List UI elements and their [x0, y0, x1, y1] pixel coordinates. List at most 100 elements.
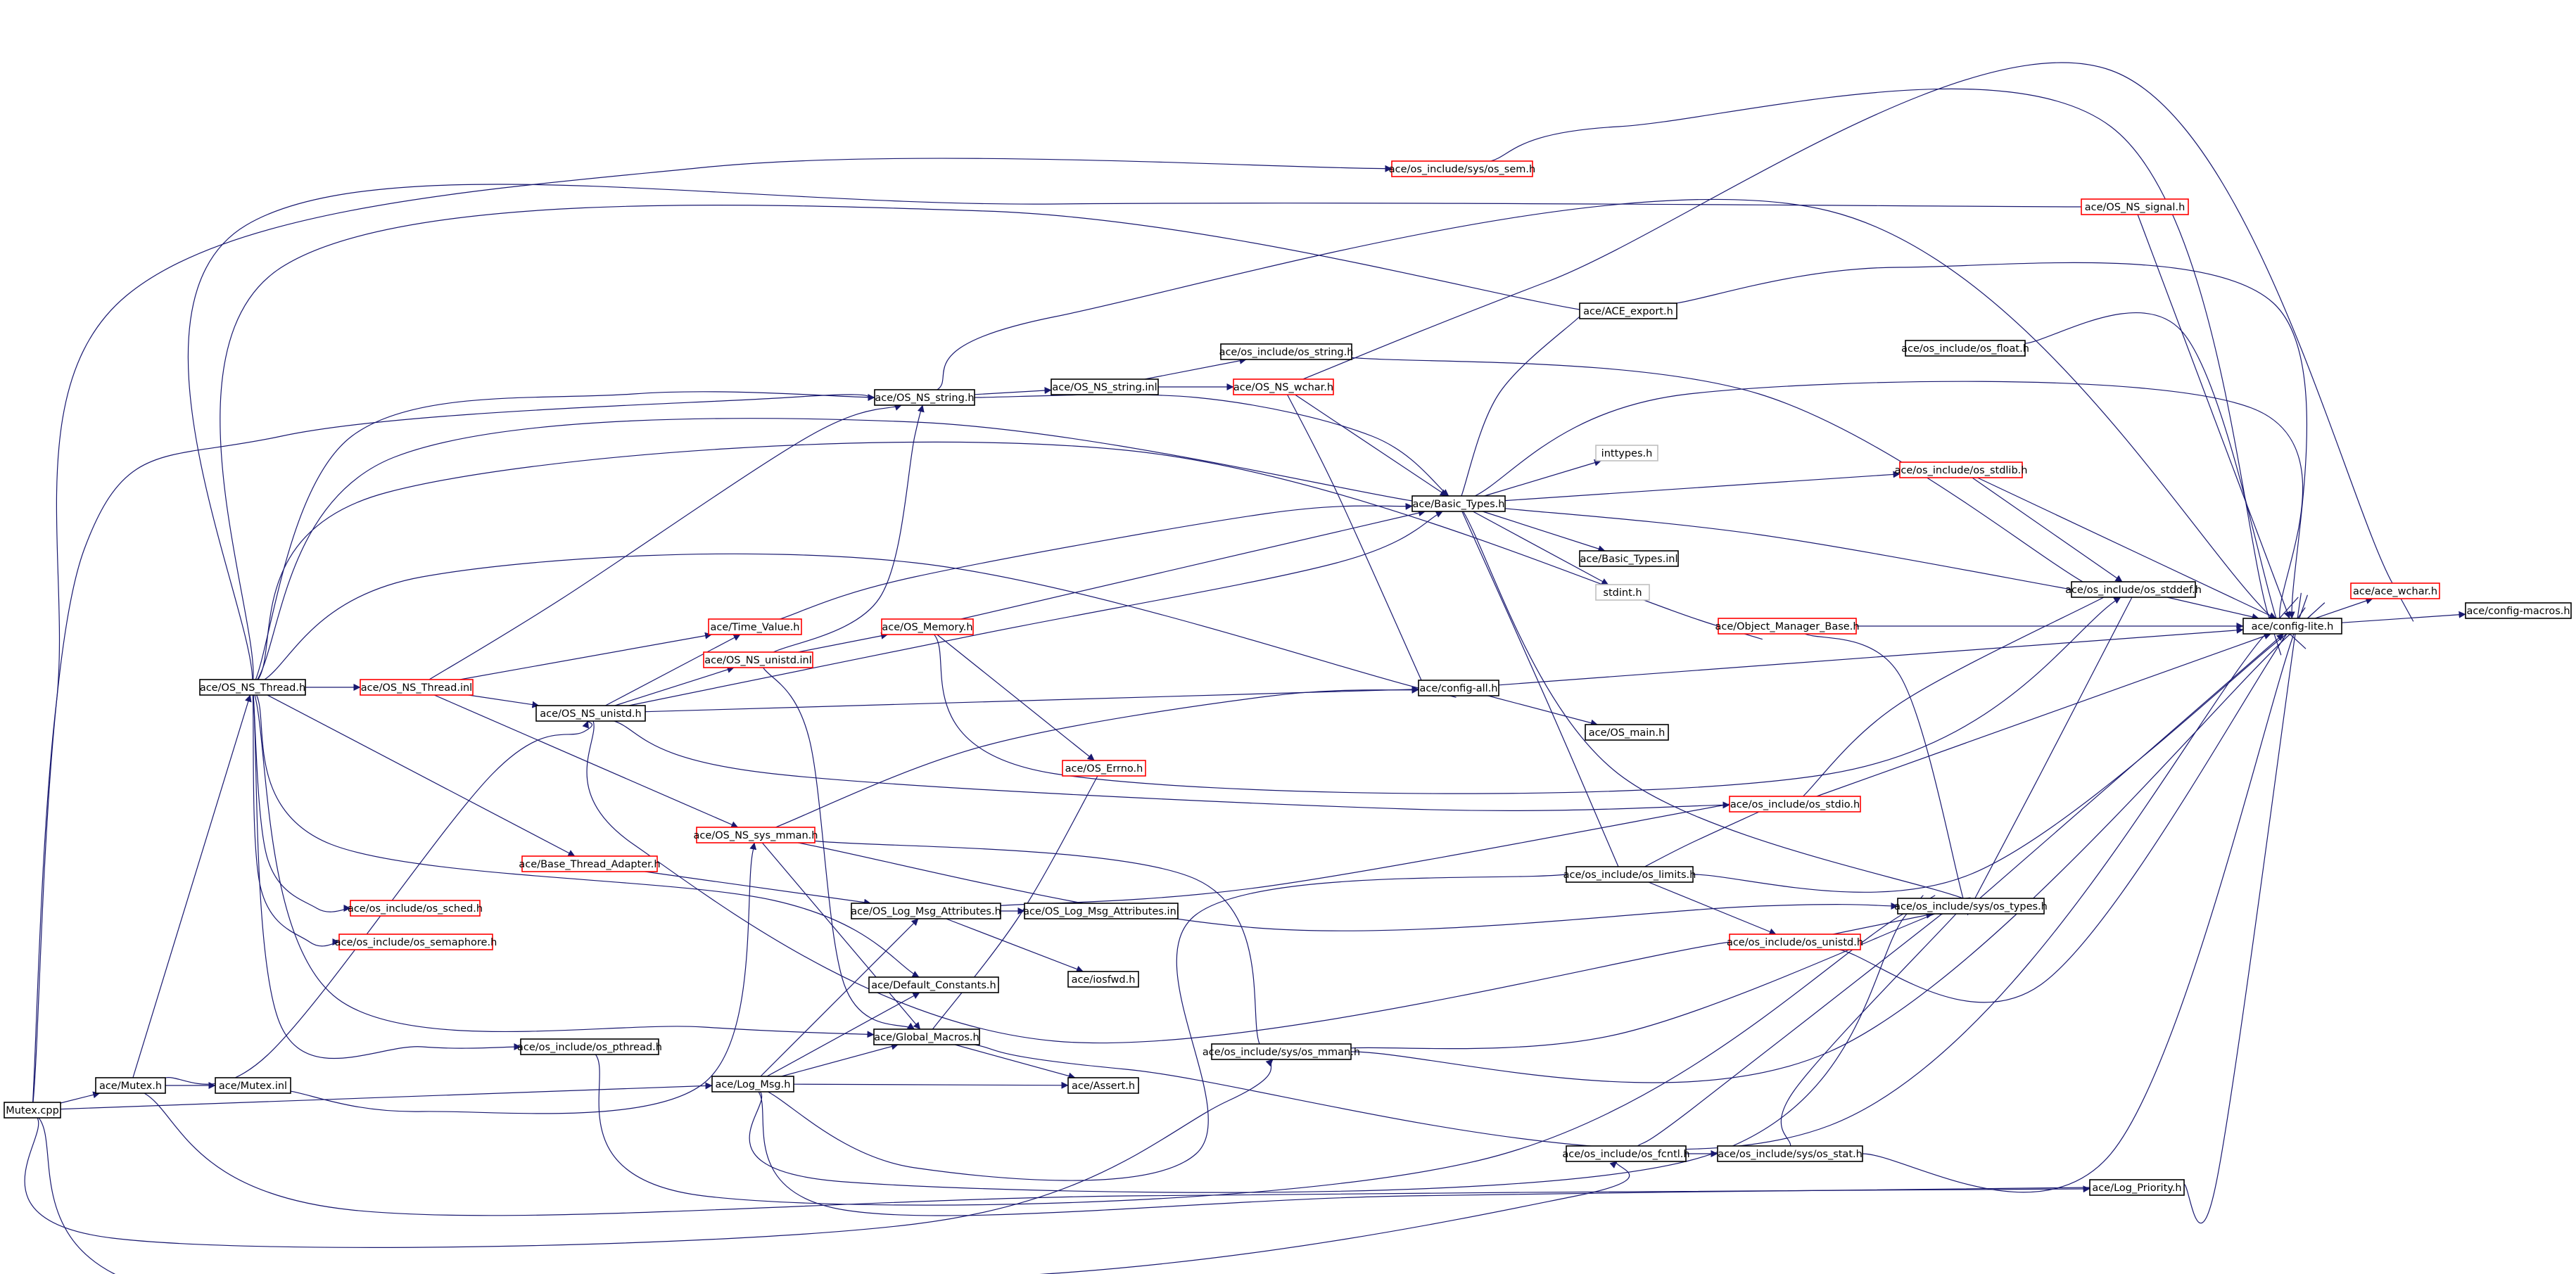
node-box[interactable]: [874, 389, 975, 406]
node-os-sched-h[interactable]: ace/os_include/os_sched.h: [348, 900, 483, 917]
node-box[interactable]: [360, 679, 474, 696]
node-box[interactable]: [1233, 378, 1334, 395]
node-box[interactable]: [1211, 1043, 1352, 1060]
node-box[interactable]: [1899, 461, 2023, 478]
node-assert-h[interactable]: ace/Assert.h: [1067, 1077, 1139, 1094]
node-os-ns-wchar-h[interactable]: ace/OS_NS_wchar.h: [1233, 378, 1334, 395]
node-box[interactable]: [350, 900, 481, 917]
node-box[interactable]: [1418, 680, 1499, 696]
node-box[interactable]: [1585, 724, 1669, 741]
node-os-ns-thread-inl[interactable]: ace/OS_NS_Thread.inl: [360, 679, 474, 696]
node-box[interactable]: [1595, 445, 1658, 461]
node-os-main-h[interactable]: ace/OS_main.h: [1585, 724, 1669, 741]
node-box[interactable]: [868, 976, 999, 993]
node-box[interactable]: [2350, 582, 2440, 599]
node-box[interactable]: [1717, 1145, 1863, 1162]
node-box[interactable]: [1062, 760, 1146, 777]
node-box[interactable]: [521, 855, 658, 872]
node-default-constants-h[interactable]: ace/Default_Constants.h: [868, 976, 999, 993]
node-box[interactable]: [1051, 378, 1159, 395]
node-box[interactable]: [1566, 1145, 1687, 1162]
node-os-ns-string-inl[interactable]: ace/OS_NS_string.inl: [1051, 378, 1159, 395]
node-config-macros-h[interactable]: ace/config-macros.h: [2465, 602, 2572, 619]
node-os-pthread-h[interactable]: ace/os_include/os_pthread.h: [517, 1038, 662, 1055]
node-object-manager-base-h[interactable]: ace/Object_Manager_Base.h: [1715, 618, 1860, 635]
node-log-msg-h[interactable]: ace/Log_Msg.h: [711, 1076, 794, 1093]
node-box[interactable]: [199, 679, 306, 696]
node-log-priority-h[interactable]: ace/Log_Priority.h: [2089, 1179, 2185, 1196]
node-ace-export-h[interactable]: ace/ACE_export.h: [1579, 302, 1677, 319]
node-box[interactable]: [2071, 581, 2196, 598]
node-os-log-msg-attr-inl[interactable]: ace/OS_Log_Msg_Attributes.inl: [1023, 903, 1179, 919]
node-box[interactable]: [520, 1038, 659, 1055]
node-box[interactable]: [1067, 971, 1139, 988]
node-time-value-h[interactable]: ace/Time_Value.h: [708, 618, 802, 635]
node-box[interactable]: [2242, 618, 2342, 635]
node-mutex-cpp[interactable]: Mutex.cpp: [4, 1102, 61, 1119]
node-os-stat-h[interactable]: ace/os_include/sys/os_stat.h: [1717, 1145, 1863, 1162]
node-os-stdio-h[interactable]: ace/os_include/os_stdio.h: [1729, 796, 1861, 813]
node-box[interactable]: [1595, 584, 1650, 601]
node-os-semaphore-h[interactable]: ace/os_include/os_semaphore.h: [335, 934, 497, 950]
node-ace-wchar-h[interactable]: ace/ace_wchar.h: [2350, 582, 2440, 599]
node-os-ns-unistd-h[interactable]: ace/OS_NS_unistd.h: [535, 705, 646, 722]
node-box[interactable]: [1024, 903, 1179, 919]
node-os-ns-thread-h[interactable]: ace/OS_NS_Thread.h: [199, 679, 306, 696]
node-os-types-h[interactable]: ace/os_include/sys/os_types.h: [1894, 898, 2048, 915]
node-box[interactable]: [881, 618, 974, 635]
node-box[interactable]: [1579, 550, 1679, 567]
node-box[interactable]: [703, 651, 813, 668]
node-box[interactable]: [4, 1102, 61, 1119]
node-box[interactable]: [1897, 898, 2045, 915]
node-box[interactable]: [1905, 340, 2026, 357]
node-inttypes-h[interactable]: inttypes.h: [1595, 445, 1658, 461]
node-os-memory-h[interactable]: ace/OS_Memory.h: [881, 618, 974, 635]
node-mutex-h[interactable]: ace/Mutex.h: [95, 1077, 166, 1094]
node-mutex-inl[interactable]: ace/Mutex.inl: [215, 1077, 291, 1094]
node-os-fcntl-h[interactable]: ace/os_include/os_fcntl.h: [1562, 1145, 1690, 1162]
node-os-stddef-h[interactable]: ace/os_include/os_stddef.h: [2065, 581, 2202, 598]
node-box[interactable]: [338, 934, 493, 950]
node-box[interactable]: [1566, 866, 1694, 883]
node-os-sem-h[interactable]: ace/os_include/sys/os_sem.h: [1389, 160, 1535, 177]
node-os-limits-h[interactable]: ace/os_include/os_limits.h: [1563, 866, 1696, 883]
node-os-mman-h[interactable]: ace/os_include/sys/os_mman.h: [1203, 1043, 1360, 1060]
node-global-macros-h[interactable]: ace/Global_Macros.h: [873, 1028, 980, 1045]
node-box[interactable]: [95, 1077, 166, 1094]
node-box[interactable]: [2081, 198, 2189, 215]
node-box[interactable]: [708, 618, 802, 635]
node-box[interactable]: [696, 827, 816, 843]
node-box[interactable]: [2089, 1179, 2185, 1196]
node-box[interactable]: [2465, 602, 2572, 619]
node-box[interactable]: [535, 705, 646, 722]
node-config-all-h[interactable]: ace/config-all.h: [1418, 680, 1499, 696]
node-os-ns-sys-mman-h[interactable]: ace/OS_NS_sys_mman.h: [694, 827, 818, 843]
node-stdint-h[interactable]: stdint.h: [1595, 584, 1650, 601]
node-os-ns-string-h[interactable]: ace/OS_NS_string.h: [874, 389, 975, 406]
node-box[interactable]: [1391, 160, 1533, 177]
node-os-stdlib-h[interactable]: ace/os_include/os_stdlib.h: [1895, 461, 2028, 478]
node-base-thread-adapter-h[interactable]: ace/Base_Thread_Adapter.h: [519, 855, 661, 872]
node-box[interactable]: [1718, 618, 1857, 635]
node-config-lite-h[interactable]: ace/config-lite.h: [2242, 618, 2342, 635]
node-box[interactable]: [1220, 343, 1352, 360]
node-box[interactable]: [873, 1028, 980, 1045]
node-box[interactable]: [851, 903, 1001, 919]
node-box[interactable]: [1729, 796, 1861, 813]
node-os-ns-signal-h[interactable]: ace/OS_NS_signal.h: [2081, 198, 2189, 215]
node-box[interactable]: [711, 1076, 794, 1093]
node-os-errno-h[interactable]: ace/OS_Errno.h: [1062, 760, 1146, 777]
node-iosfwd-h[interactable]: ace/iosfwd.h: [1067, 971, 1139, 988]
node-os-log-msg-attr-h[interactable]: ace/OS_Log_Msg_Attributes.h: [851, 903, 1001, 919]
node-box[interactable]: [215, 1077, 291, 1094]
node-basic-types-inl[interactable]: ace/Basic_Types.inl: [1579, 550, 1679, 567]
node-os-unistd-h[interactable]: ace/os_include/os_unistd.h: [1727, 934, 1863, 950]
node-box[interactable]: [1729, 934, 1861, 950]
node-box[interactable]: [1411, 495, 1506, 512]
node-os-string-h[interactable]: ace/os_include/os_string.h: [1219, 343, 1354, 360]
node-box[interactable]: [1067, 1077, 1139, 1094]
node-box[interactable]: [1579, 302, 1677, 319]
node-basic-types-h[interactable]: ace/Basic_Types.h: [1411, 495, 1506, 512]
node-os-float-h[interactable]: ace/os_include/os_float.h: [1901, 340, 2029, 357]
node-os-ns-unistd-inl[interactable]: ace/OS_NS_unistd.inl: [703, 651, 813, 668]
